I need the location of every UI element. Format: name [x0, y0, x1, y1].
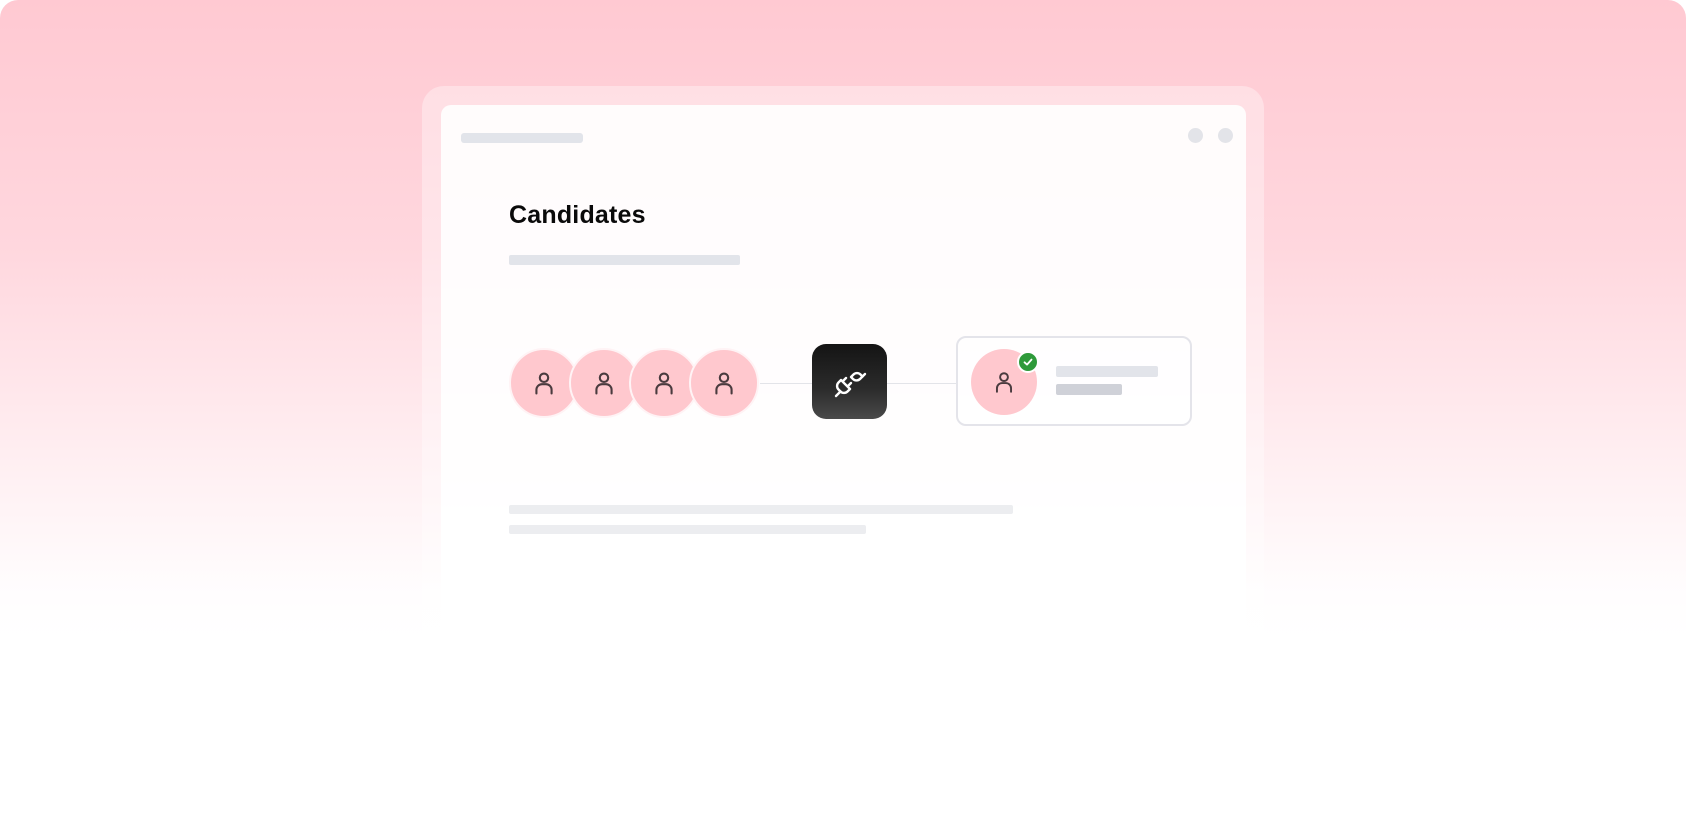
window-control-dot[interactable] — [1188, 128, 1203, 143]
status-badge — [1017, 351, 1039, 373]
person-icon — [715, 372, 733, 395]
connector-line — [887, 383, 956, 384]
window-control-dot[interactable] — [1218, 128, 1233, 143]
integration-tile[interactable] — [812, 344, 887, 419]
candidate-avatar[interactable] — [569, 348, 639, 418]
bottom-fade — [0, 560, 1686, 824]
text-placeholder-line — [509, 525, 866, 534]
card-name-placeholder — [1056, 366, 1158, 377]
text-placeholder-line — [509, 505, 1013, 514]
person-icon — [995, 372, 1013, 393]
subtitle-placeholder — [509, 255, 740, 265]
connector-line — [760, 383, 812, 384]
candidate-avatar[interactable] — [509, 348, 579, 418]
person-icon — [655, 372, 673, 395]
candidate-avatar[interactable] — [689, 348, 759, 418]
page-title: Candidates — [509, 201, 646, 229]
window-title-placeholder — [461, 133, 583, 143]
plug-icon — [834, 371, 866, 397]
person-icon — [595, 372, 613, 395]
person-icon — [535, 372, 553, 395]
check-icon — [1023, 358, 1033, 366]
card-detail-placeholder — [1056, 384, 1122, 395]
